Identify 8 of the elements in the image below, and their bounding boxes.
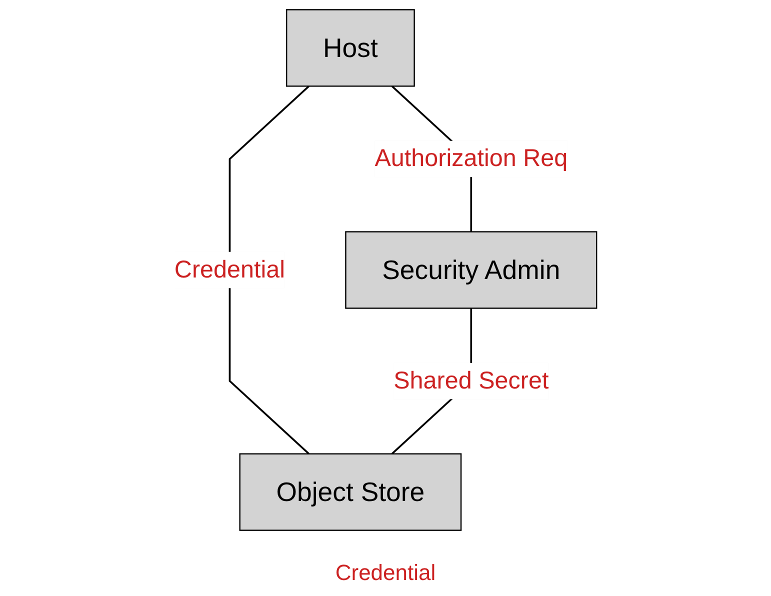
edge-label: Credential [174,256,286,284]
node-box: Object Store [239,453,462,531]
note-label: Credential [335,560,436,585]
node-box: Security Admin [345,231,598,309]
edge-label: Authorization Req [374,146,568,172]
connector [228,85,310,455]
node-box: Host [286,9,415,87]
edge-label: Shared Secret [394,368,549,394]
